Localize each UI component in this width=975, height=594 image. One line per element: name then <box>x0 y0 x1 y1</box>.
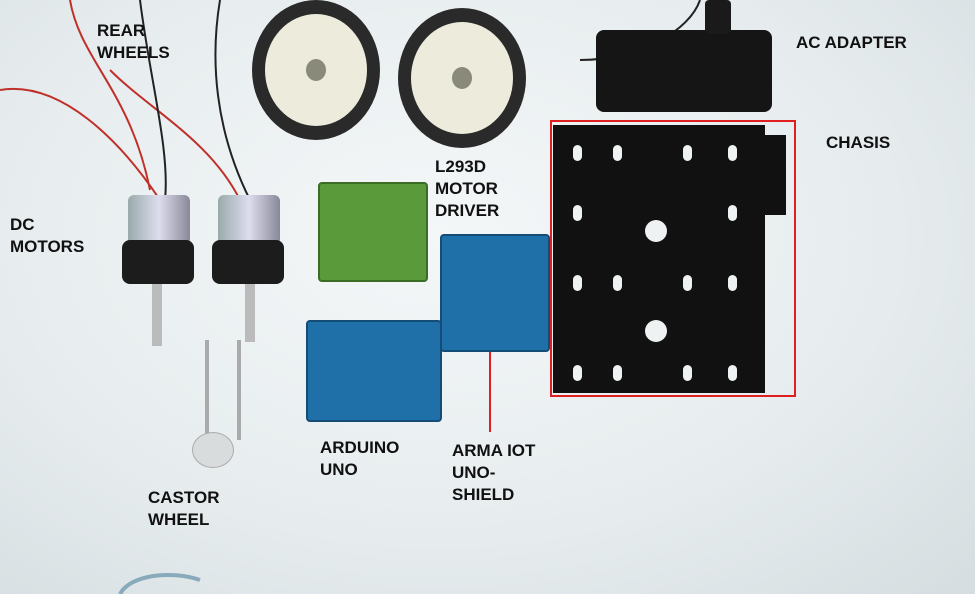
dc-motor-right-gearbox <box>212 240 284 284</box>
label-line: REAR <box>97 21 146 40</box>
label-line: DC <box>10 215 35 234</box>
label-castor-wheel: CASTOR WHEEL <box>148 487 219 531</box>
label-arma-iot-shield: ARMA IOT UNO- SHIELD <box>452 440 535 506</box>
label-line: SHIELD <box>452 485 515 504</box>
label-arduino-uno: ARDUINO UNO <box>320 437 399 481</box>
l293d-motor-driver-board <box>318 182 428 282</box>
label-line: UNO <box>320 460 358 479</box>
label-line: ARDUINO <box>320 438 400 457</box>
label-line: CASTOR <box>148 488 220 507</box>
castor-wheel-ball <box>192 432 234 468</box>
dc-motor-left-shaft <box>152 284 162 346</box>
dc-motor-right-can <box>218 195 280 245</box>
label-line: ARMA IOT <box>452 441 536 460</box>
label-line: MOTOR <box>435 179 498 198</box>
label-line: DRIVER <box>435 201 500 220</box>
label-line: L293D <box>435 157 487 176</box>
label-rear-wheels: REAR WHEELS <box>97 20 170 64</box>
label-dc-motors: DC MOTORS <box>10 214 84 258</box>
arduino-uno-board <box>306 320 442 422</box>
chassis-plate <box>553 125 765 393</box>
label-motor-driver: L293D MOTOR DRIVER <box>435 156 499 222</box>
dc-motor-left-can <box>128 195 190 245</box>
rear-wheel-right <box>398 8 526 148</box>
ac-adapter <box>596 30 772 112</box>
dc-motor-right-shaft <box>245 284 255 342</box>
label-line: UNO- <box>452 463 496 482</box>
label-ac-adapter: AC ADAPTER <box>796 33 907 52</box>
label-chasis: CHASIS <box>826 133 891 152</box>
label-line: WHEELS <box>97 43 170 62</box>
label-line: MOTORS <box>10 237 85 256</box>
castor-wheel-rods <box>205 340 241 440</box>
chassis-highlight-box <box>550 120 796 397</box>
rear-wheel-left <box>252 0 380 140</box>
label-line: WHEEL <box>148 510 210 529</box>
arma-iot-shield-board <box>440 234 550 352</box>
ac-adapter-plug <box>705 0 731 34</box>
chassis-bracket <box>760 135 786 215</box>
dc-motor-left-gearbox <box>122 240 194 284</box>
